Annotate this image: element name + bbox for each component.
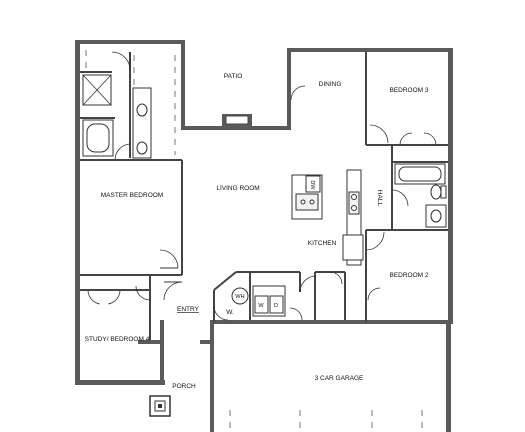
bedroom2-label: BEDROOM 2 xyxy=(389,272,428,279)
washer xyxy=(254,295,269,314)
dryer xyxy=(269,295,284,314)
living-room-label: LIVING ROOM xyxy=(216,185,259,192)
garage-label: 3 CAR GARAGE xyxy=(315,375,364,382)
dishwasher xyxy=(305,175,321,193)
range xyxy=(348,191,360,215)
laundry-label: W. xyxy=(226,309,234,316)
water-heater-label: WH xyxy=(235,294,244,300)
room-labels: PATIO DINING BEDROOM 3 MASTER BEDROOM LI… xyxy=(85,73,429,390)
entry-label: ENTRY xyxy=(177,306,200,313)
doors xyxy=(87,51,437,432)
water-heater xyxy=(231,287,249,305)
bath-fixtures xyxy=(82,50,447,228)
kitchen-fixtures: DW xyxy=(291,169,364,266)
porch-label: PORCH xyxy=(172,383,196,390)
master-bedroom-label: MASTER BEDROOM xyxy=(101,192,163,199)
kitchen-label: KITCHEN xyxy=(308,240,337,247)
refrigerator xyxy=(342,234,364,261)
patio-label: PATIO xyxy=(224,73,243,80)
laundry-fixtures: W D WH xyxy=(149,285,286,417)
hall-label: HALL xyxy=(376,190,383,207)
bedroom3-label: BEDROOM 3 xyxy=(389,87,428,94)
dishwasher-label: DW xyxy=(309,180,315,190)
washer-label: W xyxy=(258,303,264,309)
toilet xyxy=(430,184,442,200)
walls xyxy=(75,40,453,432)
island-sink xyxy=(295,193,319,211)
interior-walls xyxy=(80,52,448,340)
dining-label: DINING xyxy=(319,81,342,88)
dryer-label: D xyxy=(274,303,278,309)
study-label: STUDY/ BEDROOM 4 xyxy=(85,336,150,343)
